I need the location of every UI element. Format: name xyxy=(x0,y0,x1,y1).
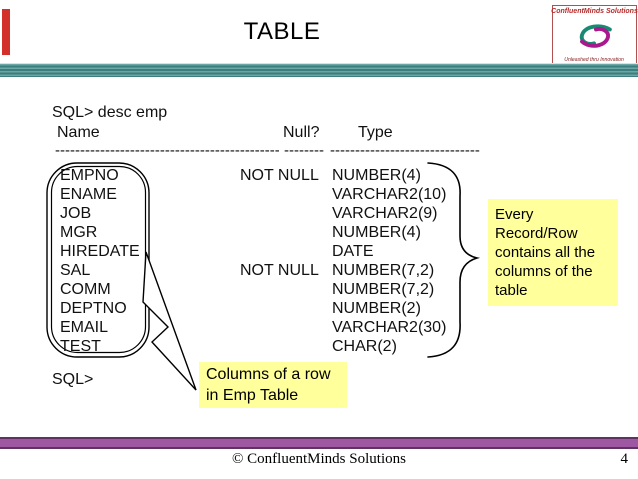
column-name: MGR xyxy=(60,224,98,241)
table-row: EMPNO NOT NULL NUMBER(4) xyxy=(60,167,520,186)
column-name: COMM xyxy=(60,281,111,298)
header-type: Type xyxy=(358,124,393,141)
record-note: Every Record/Row contains all the column… xyxy=(488,199,618,306)
table-row: HIREDATE DATE xyxy=(60,243,520,262)
header-null: Null? xyxy=(283,124,320,141)
table-row: TEST CHAR(2) xyxy=(60,338,520,357)
dash-rule-null: -------- xyxy=(284,142,324,159)
columns-note: Columns of a row in Emp Table xyxy=(199,362,347,408)
column-type: NUMBER(2) xyxy=(332,300,421,317)
column-name: EMAIL xyxy=(60,319,109,336)
sql-prompt-line: SQL> desc emp xyxy=(52,104,168,121)
column-type: NUMBER(4) xyxy=(332,224,421,241)
company-logo: ConfluentMinds Solutions Unleashed thru … xyxy=(551,5,638,66)
column-name: ENAME xyxy=(60,186,117,203)
table-row: JOB VARCHAR2(9) xyxy=(60,205,520,224)
column-type: NUMBER(4) xyxy=(332,167,421,184)
footer-divider-bar xyxy=(0,437,638,449)
dash-rule-name: ----------------------------------------… xyxy=(55,142,279,159)
logo-company-name: ConfluentMinds Solutions xyxy=(551,8,638,15)
table-row: ENAME VARCHAR2(10) xyxy=(60,186,520,205)
table-row: EMAIL VARCHAR2(30) xyxy=(60,319,520,338)
logo-swirl-icon xyxy=(579,24,612,48)
column-type: VARCHAR2(30) xyxy=(332,319,447,336)
column-name: SAL xyxy=(60,262,91,279)
footer-copyright: © ConfluentMinds Solutions xyxy=(232,451,406,467)
slide-title: TABLE xyxy=(243,18,321,45)
page-number: 4 xyxy=(620,451,629,467)
sql-end-prompt: SQL> xyxy=(52,371,94,388)
header-name: Name xyxy=(57,124,100,141)
red-accent-bar xyxy=(2,9,10,55)
table-row: SAL NOT NULL NUMBER(7,2) xyxy=(60,262,520,281)
column-type: NUMBER(7,2) xyxy=(332,262,435,279)
column-name: TEST xyxy=(60,338,101,355)
column-name: JOB xyxy=(60,205,92,222)
column-type: CHAR(2) xyxy=(332,338,397,355)
column-name: EMPNO xyxy=(60,167,119,184)
column-null: NOT NULL xyxy=(240,167,319,184)
dash-rule-type: ------------------------------ xyxy=(330,142,480,159)
table-row: MGR NUMBER(4) xyxy=(60,224,520,243)
column-type: DATE xyxy=(332,243,374,260)
column-type: NUMBER(7,2) xyxy=(332,281,435,298)
logo-tagline: Unleashed thru Innovation xyxy=(564,57,625,63)
column-name: HIREDATE xyxy=(60,243,140,260)
header-divider-band xyxy=(0,63,638,77)
column-name: DEPTNO xyxy=(60,300,127,317)
table-row: DEPTNO NUMBER(2) xyxy=(60,300,520,319)
column-null: NOT NULL xyxy=(240,262,319,279)
column-type: VARCHAR2(10) xyxy=(332,186,447,203)
column-type: VARCHAR2(9) xyxy=(332,205,438,222)
table-row: COMM NUMBER(7,2) xyxy=(60,281,520,300)
